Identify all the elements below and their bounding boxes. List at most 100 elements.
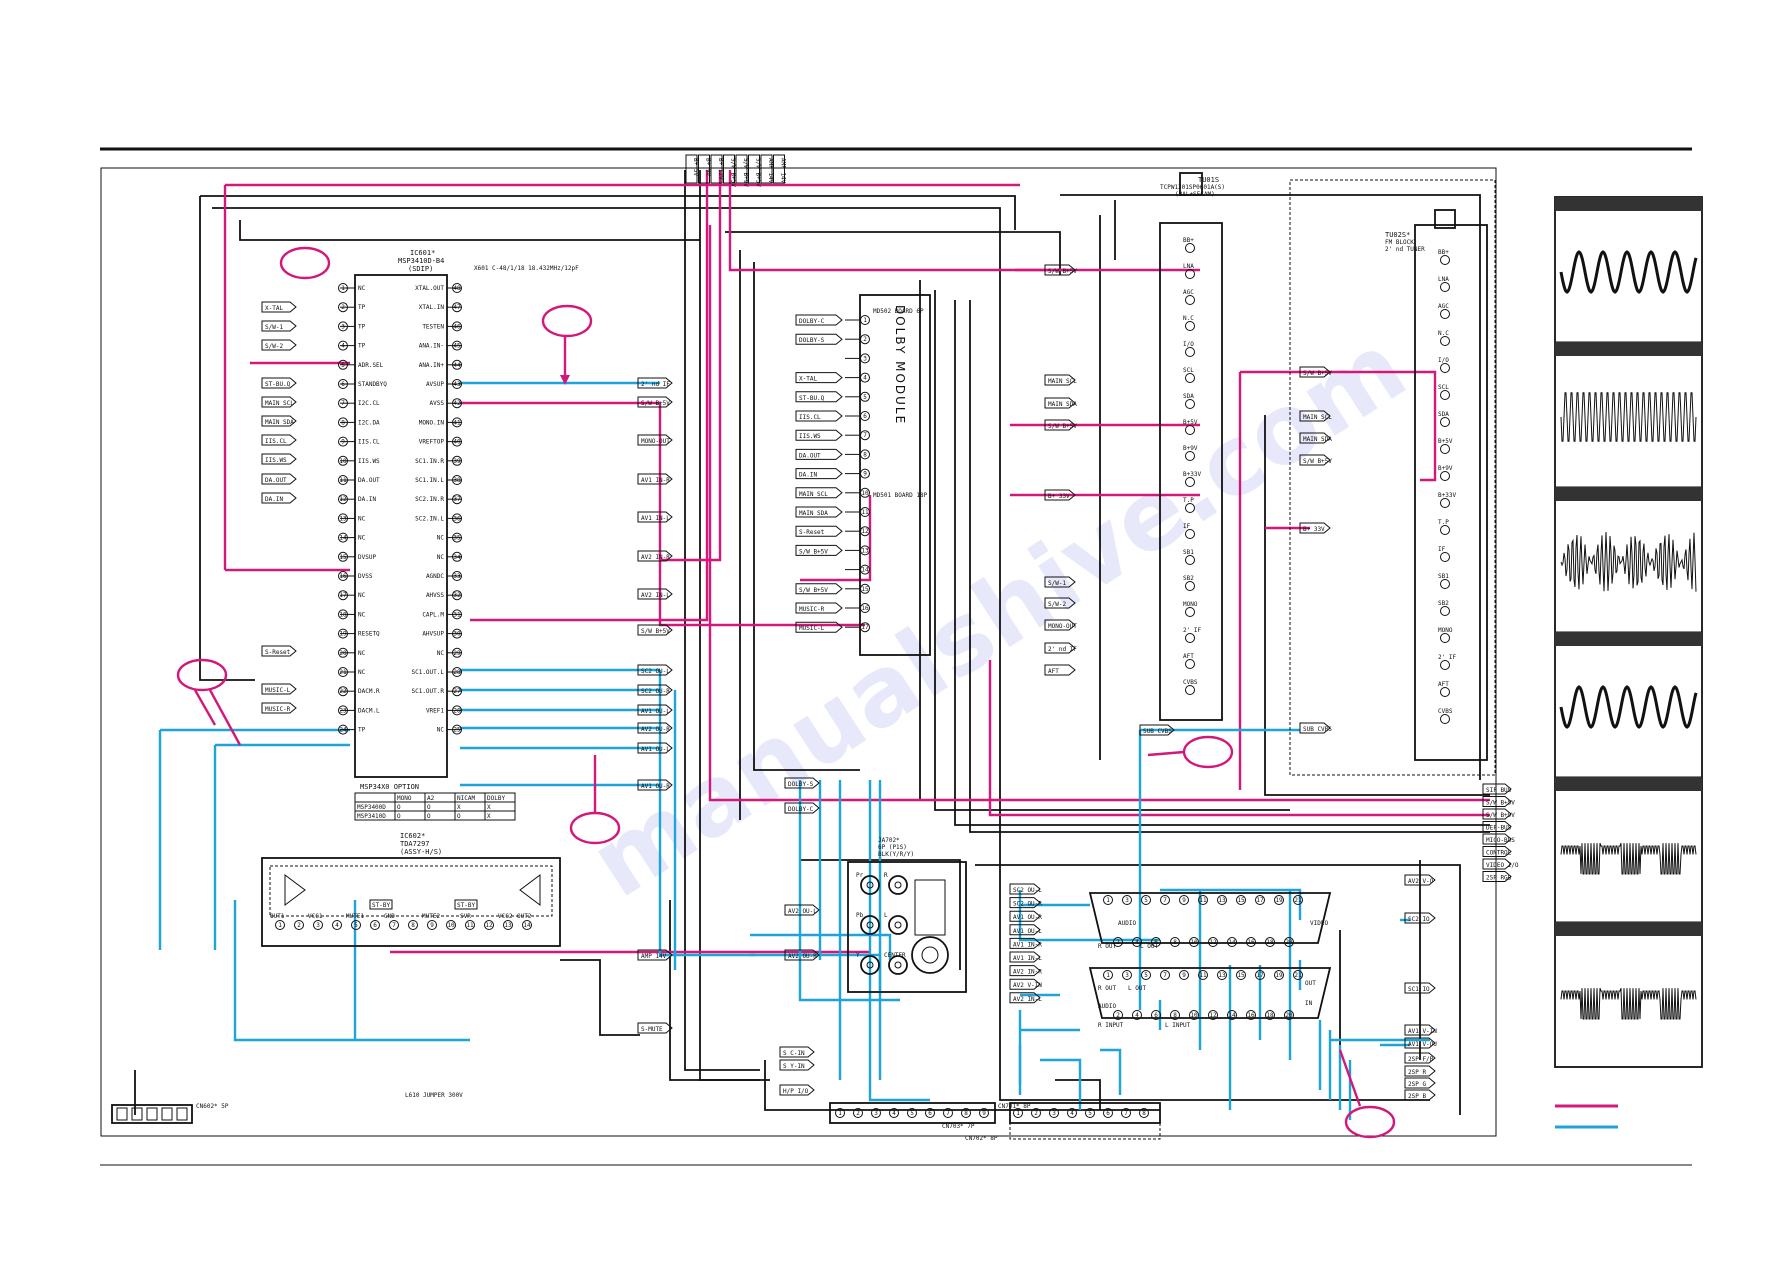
svg-text:30: 30 bbox=[453, 631, 461, 638]
svg-text:8: 8 bbox=[964, 1110, 968, 1117]
amp-pin-12: 12 bbox=[484, 920, 494, 930]
scart2-r-out: R OUT bbox=[1098, 985, 1116, 992]
right-signal-13-label: AV1 OU-R bbox=[641, 783, 670, 790]
tuner1-pin-7: B+5V bbox=[1183, 419, 1198, 426]
tuner1-signal-5-label: S/W-1 bbox=[1048, 580, 1066, 587]
svg-text:1: 1 bbox=[278, 922, 282, 929]
tuner1-signal-2-label: MAIN SDA bbox=[1048, 401, 1077, 408]
svg-text:9: 9 bbox=[430, 922, 434, 929]
amp-block-2-label: ST-BY bbox=[457, 902, 475, 909]
svg-text:33: 33 bbox=[453, 573, 461, 580]
scart-right-signal-6: 2SP R bbox=[1404, 1065, 1436, 1077]
tuner1-pin-12: SB1 bbox=[1183, 549, 1194, 556]
tuner2-signal-5: SUB CVBS bbox=[1299, 722, 1332, 734]
cn702-label: CN702* 8P bbox=[965, 1135, 998, 1142]
main-ic-pin-right-46: 46 bbox=[452, 321, 462, 332]
dolby-signal-12-label: S/W B+5V bbox=[799, 548, 828, 555]
dolby-pin-10: 10 bbox=[860, 487, 870, 498]
right-signal-10-label: AV1 OU-L bbox=[641, 708, 670, 715]
scart-left-signal-0-label: SC2 OU-L bbox=[1013, 887, 1042, 894]
waveform-panel-5 bbox=[1554, 776, 1703, 923]
pink-wires bbox=[223, 170, 1490, 954]
tuner1-signal-4-label: B+ 33V bbox=[1048, 493, 1070, 500]
right-bus-5-label: CONTROL bbox=[1486, 850, 1512, 857]
right-bus-6-label: VIDEO I/O bbox=[1486, 862, 1519, 869]
main-ic-right-pins: 48XTAL.OUT47XTAL.IN46TESTEN45ANA.IN-44AN… bbox=[411, 283, 462, 735]
left-signal-7-label: IIS.WS bbox=[265, 457, 287, 464]
svg-text:41: 41 bbox=[453, 419, 461, 426]
option-cell-0-4: DOLBY bbox=[487, 795, 505, 802]
tuner2-pin-11: IF bbox=[1438, 546, 1446, 553]
tuner2-pin-17: CVBS bbox=[1438, 708, 1453, 715]
dolby-signal-9-label: MAIN SCL bbox=[799, 491, 828, 498]
svg-text:8: 8 bbox=[1173, 1012, 1177, 1019]
scart1-bottom-pin-6: 14 bbox=[1227, 937, 1237, 947]
dolby-signal-11: S-Reset bbox=[795, 525, 843, 537]
right-signal-7-label: S/W B+5V bbox=[641, 628, 670, 635]
misc-signal-3-label: AV2 OU-R bbox=[788, 953, 817, 960]
main-ic-pin-left-21: 21 bbox=[338, 667, 348, 677]
tuner1-pin-17: CVBS bbox=[1183, 679, 1198, 686]
main-ic-pin-right-34: 34 bbox=[452, 551, 462, 562]
svg-text:2: 2 bbox=[1034, 1110, 1038, 1117]
main-ic-pin-name-right-34: NC bbox=[437, 554, 445, 561]
left-signal-6-label: IIS.CL bbox=[265, 438, 287, 445]
scart-right-signal-0-label: AV2 V-O bbox=[1408, 878, 1434, 885]
svg-text:5: 5 bbox=[910, 1110, 914, 1117]
tuner1-pin-13: SB2 bbox=[1183, 575, 1194, 582]
main-ic-pin-name-left-11: DA.OUT bbox=[358, 477, 380, 484]
main-ic-pin-left-24: 24 bbox=[338, 724, 348, 735]
svg-text:5: 5 bbox=[354, 922, 358, 929]
right-signal-13: AV1 OU-R bbox=[637, 779, 673, 791]
tuner1-signal-1-label: MAIN SCL bbox=[1048, 378, 1077, 385]
main-ic-pin-right-27: 27 bbox=[452, 686, 462, 697]
scart2-bottom-pin-5: 12 bbox=[1208, 1010, 1218, 1020]
main-ic-pin-name-left-17: NC bbox=[358, 592, 366, 599]
svg-text:17: 17 bbox=[339, 592, 347, 599]
main-ic-pin-name-left-10: IIS.WS bbox=[358, 458, 380, 465]
main-ic-pin-left-19: 19 bbox=[338, 628, 348, 639]
misc-signal-4-label: AMP 14V bbox=[641, 953, 667, 960]
dolby-pin-7: 7 bbox=[860, 430, 870, 441]
main-ic-pin-right-47: 47 bbox=[452, 302, 462, 313]
svg-text:18: 18 bbox=[1266, 1012, 1274, 1019]
tuner1-signal-7-label: MONO-OUT bbox=[1048, 623, 1077, 630]
tuner-2-cap bbox=[1434, 209, 1456, 229]
tuner-1-cap bbox=[1179, 172, 1203, 196]
svg-text:36: 36 bbox=[453, 515, 461, 522]
scart1-bottom-pin-1: 4 bbox=[1132, 937, 1142, 947]
amp-pin-6: 6 bbox=[370, 920, 380, 930]
dolby-signal-10: MAIN SDA bbox=[795, 506, 843, 518]
tuner2-signal-2: MAIN SDA bbox=[1299, 432, 1332, 444]
scart-right-signal-1-label: SC2 IO bbox=[1408, 916, 1430, 923]
main-ic-pin-name-left-13: NC bbox=[358, 515, 366, 522]
svg-text:18: 18 bbox=[1266, 939, 1274, 946]
svg-text:11: 11 bbox=[339, 477, 347, 484]
rca-connector-body bbox=[847, 861, 967, 993]
top-conn-pin-3: S/W B+5V bbox=[730, 158, 737, 187]
right-bus-7-label: 2SP RGB bbox=[1486, 875, 1512, 882]
tuner1-pin-1: LNA bbox=[1183, 263, 1194, 270]
svg-text:26: 26 bbox=[453, 707, 461, 714]
main-ic: IC601* MSP3410D-B4 (SDIP) X601 C-48/1/18… bbox=[338, 249, 579, 778]
tuner2-pin-6: SDA bbox=[1438, 411, 1449, 418]
scart1-video: VIDEO bbox=[1310, 920, 1328, 927]
svg-text:1: 1 bbox=[1106, 972, 1110, 979]
right-signal-5: AV2 IN-R bbox=[637, 550, 673, 562]
amp-ic-part: TDA7297 bbox=[400, 840, 430, 848]
waveform-panel-4 bbox=[1554, 631, 1703, 778]
dolby-signal-7-label: DA.OUT bbox=[799, 452, 821, 459]
cn702-pin-0: 1 bbox=[1013, 1108, 1023, 1118]
svg-text:9: 9 bbox=[1182, 972, 1186, 979]
tuner-2: TU02S* FM BLOCK 2' nd TUNER BB+LNAAGCN.C… bbox=[1385, 209, 1488, 761]
amp-pin-name-3: VCC1 bbox=[308, 913, 323, 920]
dolby-signal-12: S/W B+5V bbox=[795, 544, 843, 556]
main-ic-pin-right-48: 48 bbox=[452, 283, 462, 293]
main-ic-pin-right-33: 33 bbox=[452, 571, 462, 581]
scart1-bottom-pin-4: 10 bbox=[1189, 937, 1199, 947]
tuner2-pin-12: SB1 bbox=[1438, 573, 1449, 580]
tuner1-signal-0: S/W B+5V bbox=[1044, 264, 1077, 276]
main-ic-pin-left-2: 2 bbox=[338, 302, 348, 313]
option-cell-1-0: MSP3400D bbox=[357, 804, 386, 811]
